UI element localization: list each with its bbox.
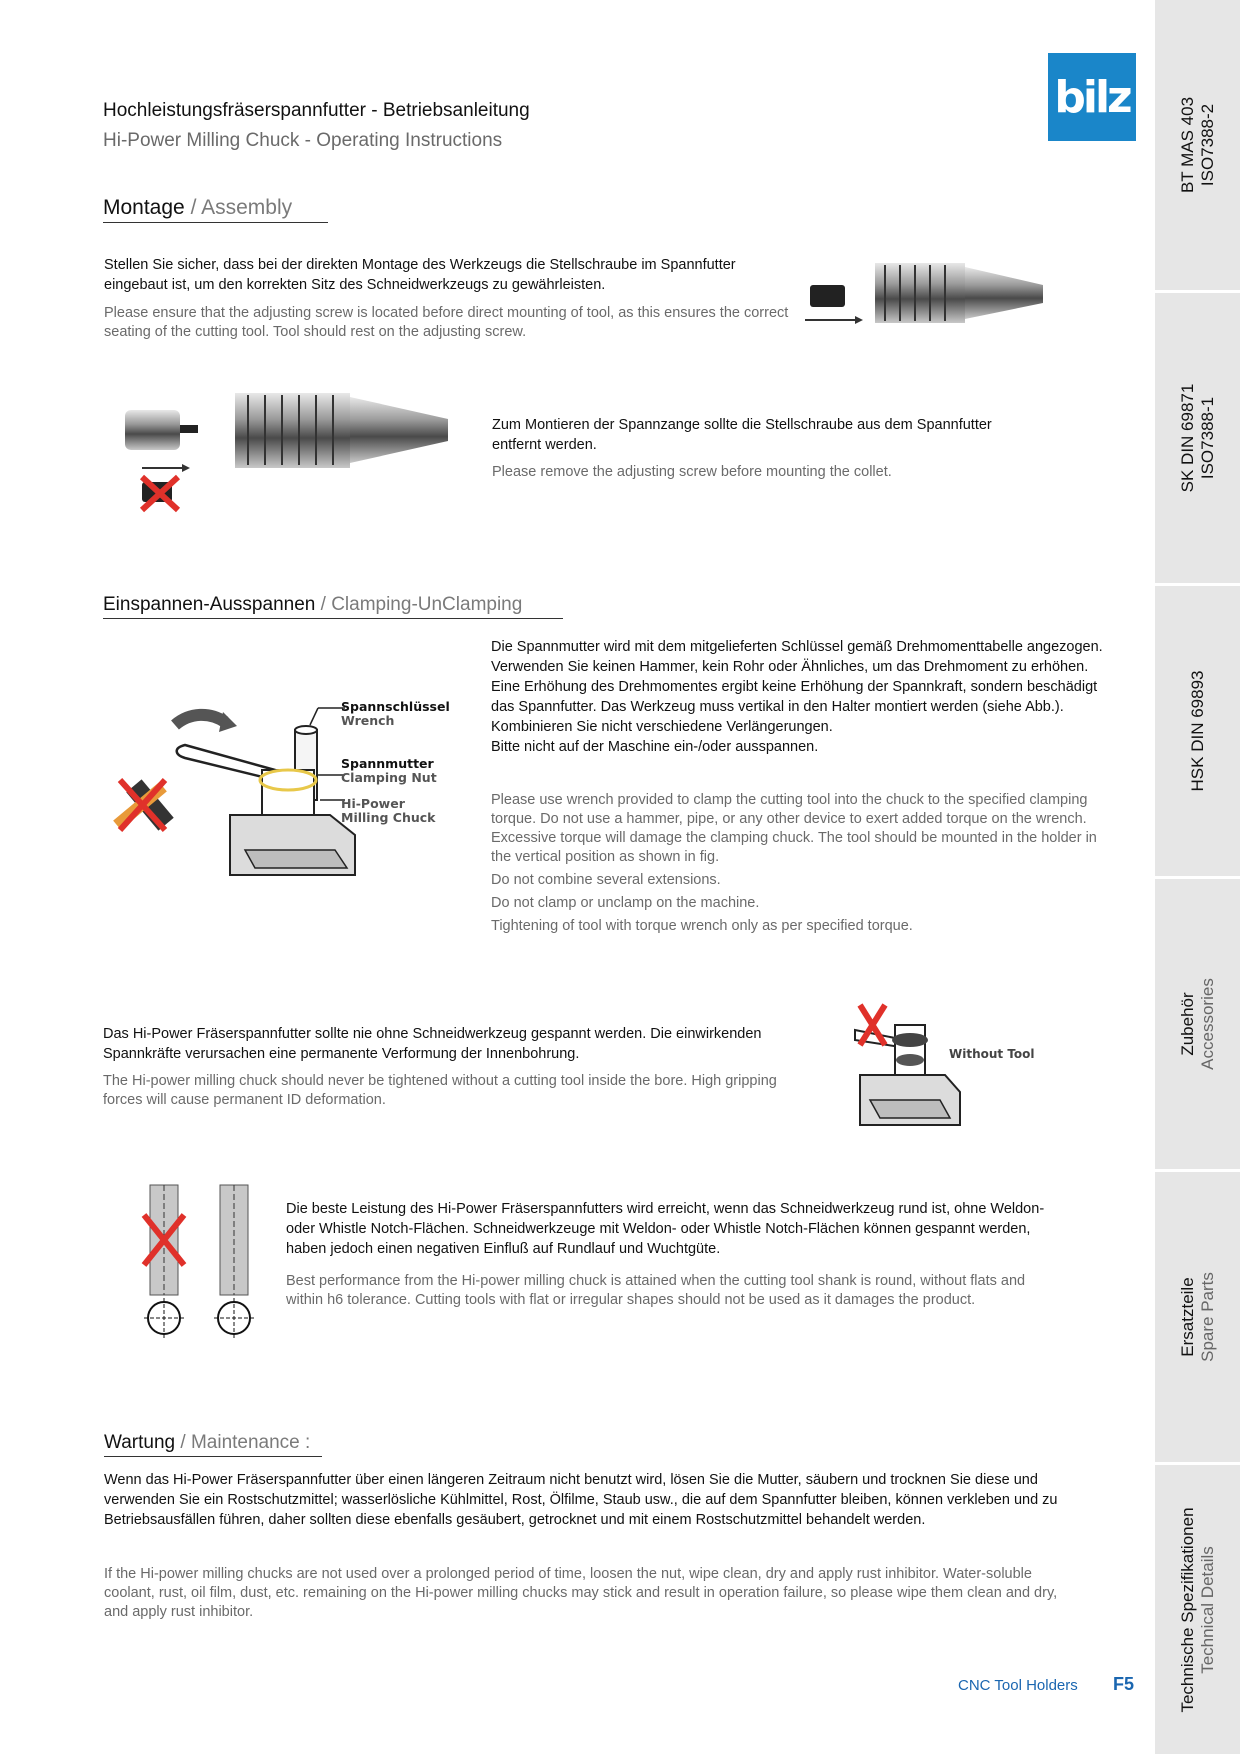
tab-line2: ISO7388-2 bbox=[1197, 103, 1217, 187]
clamping-de-p3: Bitte nicht auf der Maschine ein-/oder a… bbox=[491, 739, 819, 755]
no-tool-text-en: The Hi-power milling chuck should never … bbox=[103, 1073, 777, 1108]
section-title-de: Einspannen-Ausspannen bbox=[103, 594, 316, 615]
chuck-without-screw-image bbox=[125, 393, 448, 513]
label-wrench-en: Wrench bbox=[341, 713, 395, 728]
footer-category: CNC Tool Holders bbox=[958, 1677, 1078, 1694]
clamping-text-en: Please use wrench provided to clamp the … bbox=[491, 791, 1116, 936]
collet-text-en: Please remove the adjusting screw before… bbox=[492, 464, 892, 480]
shank-comparison-figure bbox=[141, 1184, 254, 1338]
assembly-text-de: Stellen Sie sicher, dass bei der direkte… bbox=[104, 257, 736, 293]
clamping-de-p1: Die Spannmutter wird mit dem mitgeliefer… bbox=[491, 639, 1103, 715]
page-subtitle: Hi-Power Milling Chuck - Operating Instr… bbox=[103, 130, 503, 151]
shank-text-en: Best performance from the Hi-power milli… bbox=[286, 1273, 1026, 1308]
tab-line1: BT MAS 403 bbox=[1177, 96, 1197, 194]
clamping-en-p2: Do not combine several extensions. bbox=[491, 872, 721, 888]
section-title-maintenance: Wartung / Maintenance : bbox=[104, 1432, 322, 1457]
clamping-de-p2: Kombinieren Sie nicht verschiedene Verlä… bbox=[491, 719, 833, 735]
label-chuck-line2: Milling Chuck bbox=[341, 810, 436, 825]
tab-line1: Zubehör bbox=[1177, 992, 1197, 1056]
side-tab-hsk[interactable]: HSK DIN 69893 bbox=[1155, 586, 1240, 876]
section-title-clamping: Einspannen-Ausspannen / Clamping-UnClamp… bbox=[103, 594, 563, 619]
clamping-en-p1: Please use wrench provided to clamp the … bbox=[491, 792, 1097, 865]
section-title-sep: / bbox=[315, 594, 332, 615]
clamping-en-p3: Do not clamp or unclamp on the machine. bbox=[491, 895, 760, 911]
chuck-with-tool-image bbox=[805, 263, 1043, 324]
clamping-en-p4: Tightening of tool with torque wrench on… bbox=[491, 918, 913, 934]
collet-text-de: Zum Montieren der Spannzange sollte die … bbox=[492, 417, 992, 453]
tab-line1: Ersatzteile bbox=[1177, 1277, 1197, 1357]
tab-line2: ISO7388-1 bbox=[1197, 396, 1217, 480]
page-title: Hochleistungsfräserspannfutter - Betrieb… bbox=[103, 100, 530, 121]
clamping-text-de: Die Spannmutter wird mit dem mitgeliefer… bbox=[491, 637, 1116, 757]
label-wrench-de: Spannschlüssel bbox=[341, 699, 450, 714]
label-without-tool: Without Tool bbox=[949, 1047, 1035, 1061]
maintenance-text-en: If the Hi-power milling chucks are not u… bbox=[104, 1566, 1058, 1620]
label-chuck-line1: Hi-Power bbox=[341, 796, 405, 811]
section-title-de: Montage bbox=[103, 196, 185, 219]
tab-line2: Spare Parts bbox=[1197, 1272, 1217, 1362]
section-title-de: Wartung bbox=[104, 1432, 176, 1453]
without-tool-figure bbox=[854, 1003, 961, 1126]
section-title-sep: / bbox=[184, 196, 202, 219]
section-title-assembly: Montage / Assembly bbox=[103, 196, 328, 223]
no-tool-text-de: Das Hi-Power Fräserspannfutter sollte ni… bbox=[103, 1026, 762, 1062]
maintenance-text-de: Wenn das Hi-Power Fräserspannfutter über… bbox=[104, 1472, 1058, 1528]
tab-line2: Accessories bbox=[1197, 978, 1217, 1070]
section-title-en: Assembly bbox=[201, 196, 293, 219]
shank-text-de: Die beste Leistung des Hi-Power Fräsersp… bbox=[286, 1201, 1045, 1257]
bilz-logo: bilz bbox=[1048, 53, 1136, 141]
label-nut-en: Clamping Nut bbox=[341, 770, 437, 785]
tab-line1: SK DIN 69871 bbox=[1177, 383, 1197, 493]
tab-line1: HSK DIN 69893 bbox=[1187, 670, 1207, 792]
section-title-en: Maintenance : bbox=[190, 1432, 311, 1453]
tab-line2: Technical Details bbox=[1197, 1545, 1217, 1674]
assembly-text-en: Please ensure that the adjusting screw i… bbox=[104, 305, 789, 340]
tab-line1: Technische Spezifikationen bbox=[1177, 1506, 1197, 1713]
label-nut-de: Spannmutter bbox=[341, 756, 434, 771]
label-wrench: Spannschlüssel Wrench bbox=[341, 700, 450, 728]
footer-page-number: F5 bbox=[1113, 1674, 1135, 1694]
section-title-en: Clamping-UnClamping bbox=[331, 594, 523, 615]
section-title-sep: / bbox=[175, 1432, 191, 1453]
label-clamping-nut: Spannmutter Clamping Nut bbox=[341, 757, 437, 785]
wrench-clamping-figure bbox=[113, 707, 356, 876]
label-milling-chuck: Hi-Power Milling Chuck bbox=[341, 797, 435, 825]
